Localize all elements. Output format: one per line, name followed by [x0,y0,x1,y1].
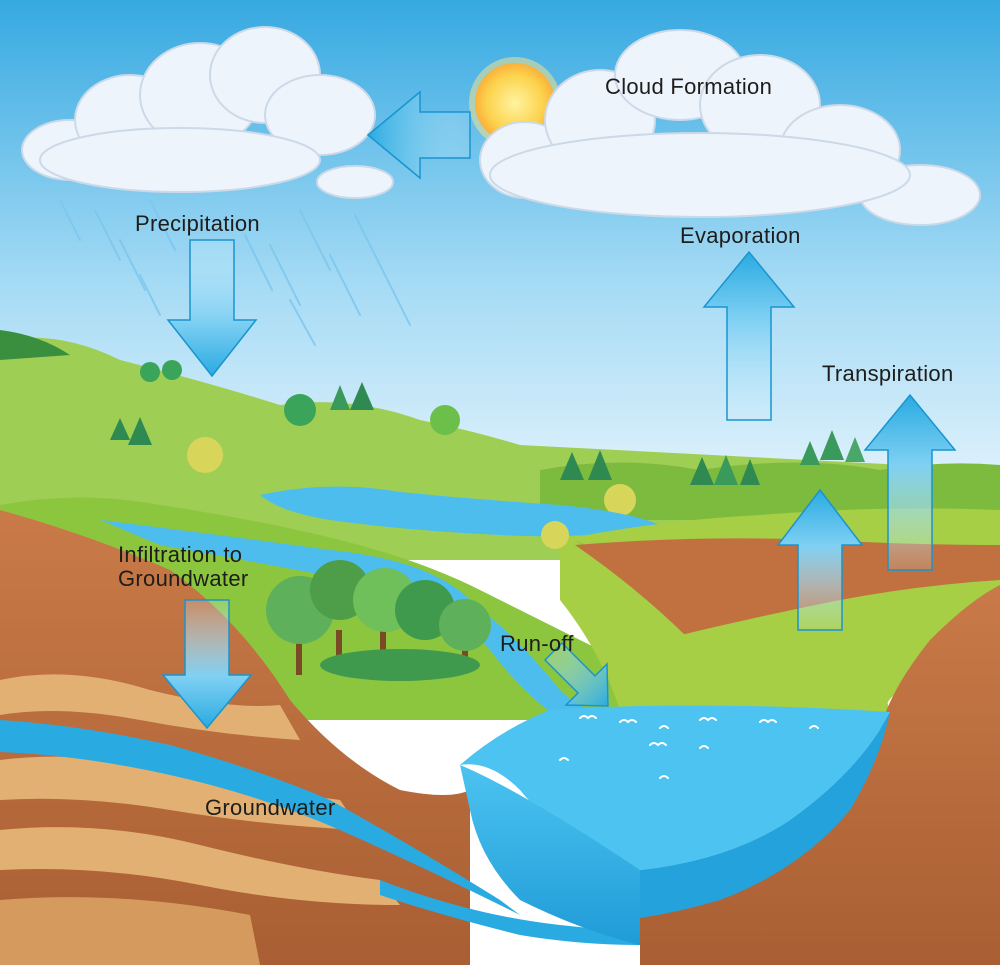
small-cloud-icon [316,165,394,199]
precipitation-label: Precipitation [135,211,260,236]
rain-streaks [59,199,411,346]
evaporation-label: Evaporation [680,223,801,248]
transpiration-label: Transpiration [822,361,954,386]
infiltration-label-line2: Groundwater [118,565,249,591]
sea-side [640,712,890,918]
transpiration-arrow-icon [863,393,957,571]
tree-icon-group [110,360,865,516]
cloud-formation-cloud-icon [479,29,981,226]
wave-marks [559,715,819,779]
river [100,520,640,720]
groundwater-bands [0,720,640,945]
runoff-arrow-icon [543,641,609,707]
infiltration-label: Infiltration to Groundwater [118,543,248,591]
transpiration-arrow-small-icon [776,488,864,631]
groundwater-label: Groundwater [205,795,336,820]
forest-icon [266,521,569,681]
sea-front [460,765,640,945]
infiltration-label-line1: Infiltration to [118,542,243,567]
evaporation-arrow-icon [702,250,796,421]
cloud-formation-label: Cloud Formation [605,74,773,99]
soil-strata [0,674,400,965]
infiltration-arrow-icon [161,599,253,730]
right-hills [540,462,1000,520]
runoff-label: Run-off [500,631,574,656]
arrow-left-icon [366,90,471,180]
rain-cloud-icon [21,26,376,193]
precipitation-arrow-icon [166,239,258,378]
